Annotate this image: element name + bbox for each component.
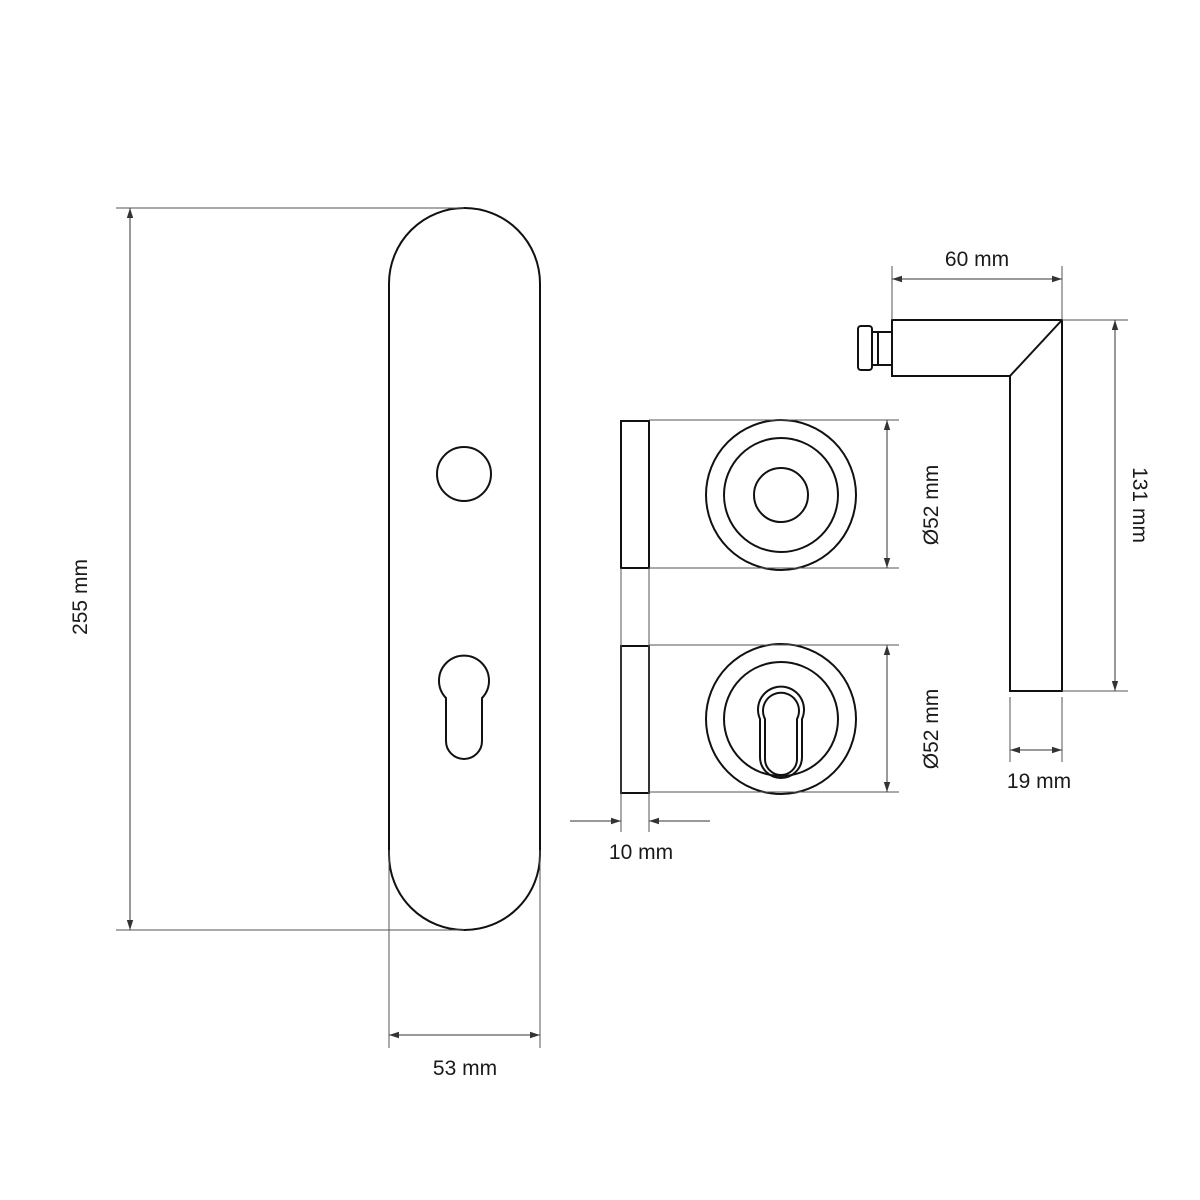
backplate-handle-hole [436,446,492,502]
backplate-keyhole [438,654,490,760]
plate-height-dimension: 255 mm [69,207,464,931]
rose-thickness-dimension: 10 mm [570,817,710,864]
handle-length-label: 60 mm [945,248,1009,271]
handle-body [891,319,1063,692]
rose-bottom-front-view [705,643,857,795]
rose-bottom-side-view [620,645,650,794]
plate-height-label: 255 mm [69,559,92,635]
handle-height-dimension: 131 mm [1062,319,1151,692]
handle-width-label: 19 mm [1007,770,1071,793]
backplate-outline [388,207,541,931]
handle-spindle-inner [871,331,893,366]
long-backplate [388,207,541,931]
rose-top-side-view [620,420,650,569]
handle-spindle-outer [857,325,873,371]
handle-length-dimension: 60 mm [891,248,1063,320]
rose-top-front-view [705,419,857,571]
rose-thickness-label: 10 mm [609,841,673,864]
handle-height-label: 131 mm [1128,467,1151,543]
plate-width-dimension: 53 mm [388,850,541,1080]
handle-width-dimension: 19 mm [1007,697,1071,793]
rose-top-diameter-dimension: Ø52 mm [649,419,943,569]
rose-top-diameter-label: Ø52 mm [920,465,943,546]
rose-bottom-diameter-dimension: Ø52 mm [649,644,943,793]
rose-side-views [620,420,650,832]
rose-bottom-diameter-label: Ø52 mm [920,689,943,770]
plate-width-label: 53 mm [433,1057,497,1080]
lever-handle [857,319,1063,692]
